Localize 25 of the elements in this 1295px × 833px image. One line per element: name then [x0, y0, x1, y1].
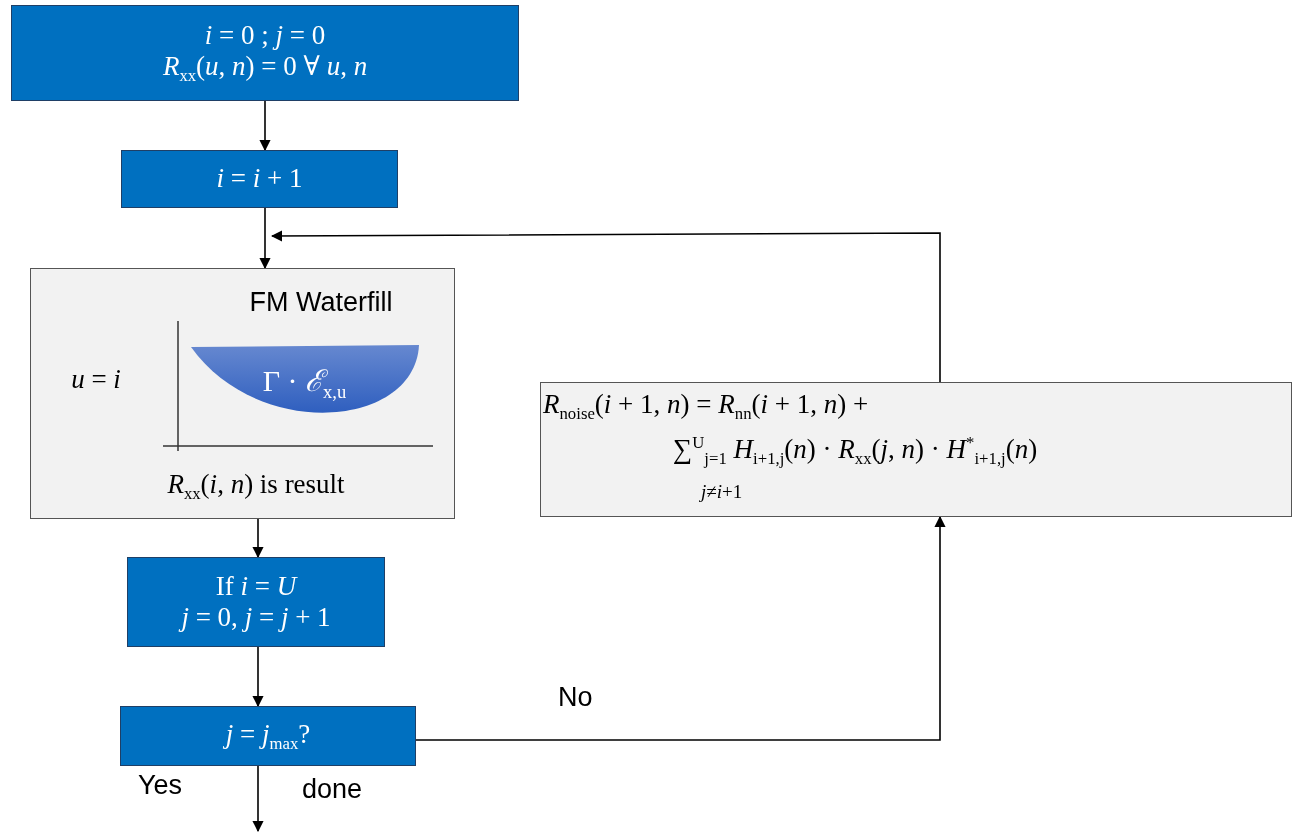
decision-box [120, 706, 416, 766]
heading-text: FM Waterfill [248, 287, 394, 318]
formula-text: R$_{xx}$(i, n) is result [166, 469, 346, 504]
formula-text: i = 0 ; j = 0 [204, 20, 326, 52]
process-box [127, 557, 385, 647]
process-box [11, 5, 519, 101]
arrow [270, 230, 941, 383]
arrow [252, 518, 264, 559]
formula-text: i = i + 1 [216, 163, 303, 195]
formula-text: u = i [70, 364, 122, 396]
formula-text: If i = U [215, 570, 297, 602]
process-box [540, 382, 1292, 517]
arrow [259, 100, 271, 152]
formula-text: j≠i+1 [701, 481, 743, 503]
formula-text: R$_{noise}$(i + 1, n) = R$_{nn}$(i + 1, n) + [543, 389, 869, 424]
arrow [252, 646, 264, 708]
arrow [252, 765, 264, 833]
arrow [259, 207, 271, 270]
process-box [30, 268, 455, 519]
formula-text: ∑$^{U}$$_{j=1}$ H$_{i+1,j}$(n) · R$_{xx}$(j, n) · H$^{*}$$_{i+1,j}$(n) [673, 433, 1038, 469]
process-box [121, 150, 398, 208]
formula-text: Γ · ℰ$_{x,u}$ [262, 364, 347, 403]
formula-text: j = j$_{max}$? [225, 718, 311, 754]
arrow [415, 515, 946, 741]
formula-text: R$_{xx}$(u, n) = 0 ∀ u, n [162, 51, 368, 86]
